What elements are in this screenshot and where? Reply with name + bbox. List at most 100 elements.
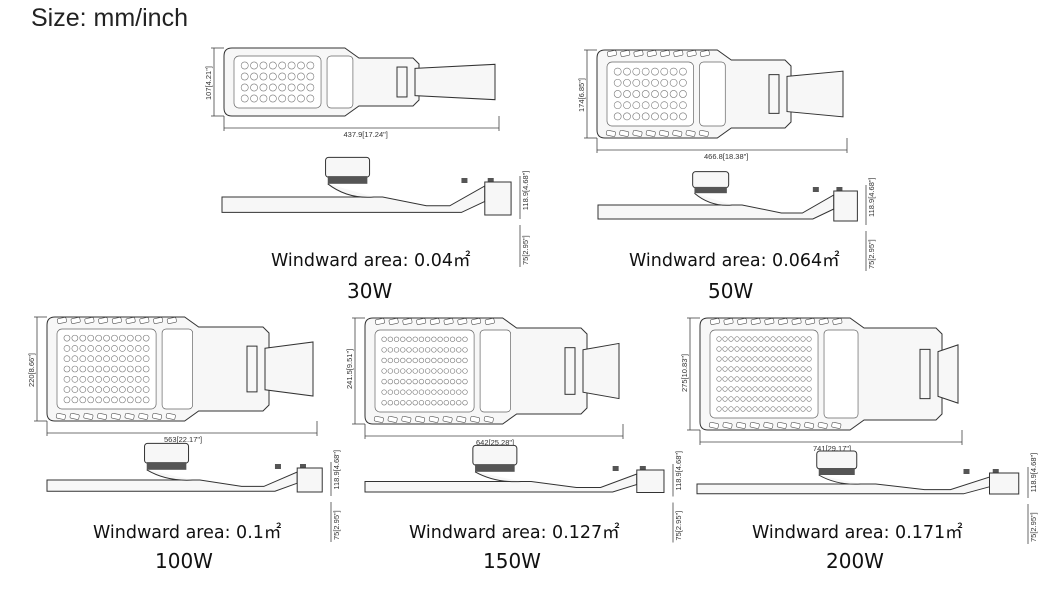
led-chip — [782, 406, 788, 412]
led-panel — [709, 329, 819, 419]
led-chip — [776, 386, 782, 392]
led-chip — [734, 396, 740, 402]
led-chip — [111, 365, 118, 373]
page-title: Size: mm/inch — [31, 4, 188, 32]
led-chip — [782, 336, 788, 342]
led-chip — [752, 336, 758, 342]
led-chip — [412, 336, 418, 342]
height-dimension: 118.9[4.68"] — [1029, 453, 1038, 493]
led-chip — [758, 346, 764, 352]
led-chip — [758, 406, 764, 412]
led-chip — [758, 366, 764, 372]
led-chip — [462, 336, 468, 342]
led-chip — [79, 396, 87, 404]
led-panel — [233, 55, 322, 109]
led-chip — [126, 396, 134, 404]
led-chip — [746, 356, 752, 362]
led-chip — [788, 406, 794, 412]
led-chip — [728, 346, 734, 352]
led-chip — [278, 83, 287, 92]
led-chip — [728, 396, 734, 402]
led-chip — [734, 386, 740, 392]
cooling-fin — [709, 318, 720, 325]
led-chip — [400, 378, 406, 385]
side-view-50w: 118.9[4.68"]75[2.95"] — [597, 171, 876, 271]
cooling-fin — [645, 129, 656, 137]
height-dimension: 118.9[4.68"] — [521, 171, 530, 211]
led-chip — [424, 336, 431, 342]
led-chip — [250, 61, 258, 70]
led-chip — [728, 336, 734, 342]
windward-area-150w: Windward area: 0.127㎡ — [409, 523, 620, 543]
led-chip — [679, 90, 687, 98]
led-chip — [462, 389, 468, 395]
led-chip — [722, 346, 728, 352]
led-chip — [111, 355, 118, 363]
led-chip — [142, 365, 150, 373]
depth-dimension: 75[2.95"] — [1029, 512, 1038, 542]
led-chip — [431, 347, 437, 353]
led-chip — [126, 365, 134, 373]
led-chip — [641, 78, 650, 87]
led-chip — [794, 406, 800, 412]
led-chip — [418, 347, 425, 353]
cooling-fin — [416, 318, 427, 325]
led-chip — [240, 61, 249, 70]
led-chip — [95, 365, 102, 373]
led-chip — [431, 357, 437, 364]
led-chip — [752, 356, 758, 362]
photocell-cap — [692, 171, 730, 189]
led-chip — [800, 386, 806, 392]
led-chip — [716, 386, 722, 392]
cooling-fin — [633, 50, 644, 57]
led-chip — [431, 389, 437, 395]
wattage-200w: 200W — [826, 549, 884, 573]
led-chip — [651, 90, 659, 98]
top-view-100w: 563[22.17"]220[8.66"] — [27, 316, 318, 444]
led-chip — [632, 101, 641, 110]
led-chip — [456, 368, 462, 374]
led-chip — [623, 112, 631, 121]
led-chip — [418, 368, 425, 374]
led-chip — [142, 386, 150, 393]
cooling-fin — [832, 318, 843, 325]
cooling-fin — [484, 318, 495, 325]
led-panel — [56, 328, 157, 410]
cooling-fin — [111, 317, 122, 324]
led-chip — [412, 400, 418, 406]
led-chip — [79, 355, 87, 363]
led-chip — [119, 396, 126, 404]
led-chip — [126, 375, 134, 383]
led-chip — [387, 336, 393, 342]
led-chip — [449, 389, 456, 395]
side-pole-adapter — [833, 190, 858, 222]
width-dimension: 275[10.83"] — [680, 354, 689, 392]
led-chip — [431, 368, 437, 374]
led-chip — [79, 345, 87, 352]
bolt — [812, 187, 819, 192]
cooling-fin — [139, 317, 150, 324]
cooling-fin — [659, 129, 669, 137]
led-chip — [740, 396, 746, 402]
bolt — [612, 466, 619, 471]
led-chip — [669, 112, 678, 121]
led-chip — [669, 90, 678, 98]
led-chip — [669, 67, 678, 76]
led-chip — [770, 396, 776, 402]
led-chip — [462, 368, 468, 374]
driver-box — [161, 328, 193, 410]
led-chip — [758, 376, 764, 382]
led-chip — [134, 375, 142, 383]
led-chip — [71, 365, 79, 373]
led-chip — [613, 78, 622, 87]
led-chip — [393, 378, 400, 385]
photocell-cap — [816, 450, 858, 470]
led-chip — [126, 345, 134, 352]
led-chip — [393, 347, 400, 353]
cooling-fin — [763, 421, 774, 429]
led-chip — [134, 365, 142, 373]
led-chip — [142, 345, 150, 352]
depth-dimension: 75[2.95"] — [332, 510, 341, 540]
length-dimension: 563[22.17"] — [164, 435, 202, 444]
